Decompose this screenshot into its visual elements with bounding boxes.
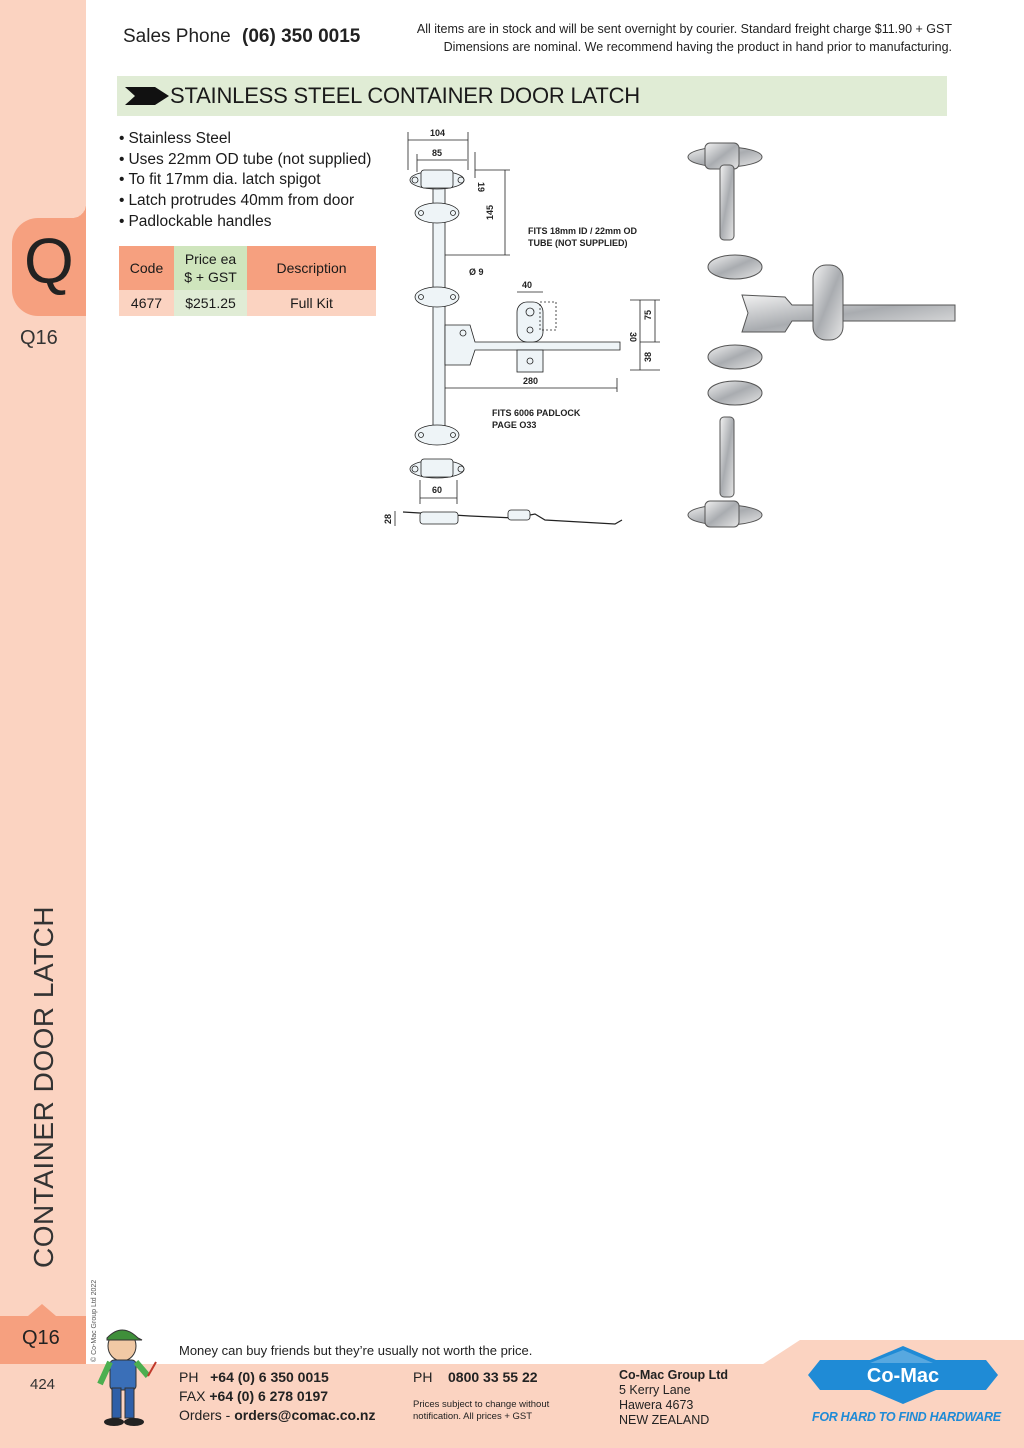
footer-orders-label: Orders - (179, 1407, 231, 1423)
feature-item: Padlockable handles (119, 212, 371, 233)
notice-line-1: All items are in stock and will be sent … (416, 22, 952, 36)
dim-104: 104 (430, 128, 445, 138)
row-code: 4677 (119, 290, 174, 316)
dim-75: 75 (643, 310, 653, 320)
note-tube-1: FITS 18mm ID / 22mm OD (528, 226, 638, 236)
product-photo (687, 142, 956, 528)
feature-item: To fit 17mm dia. latch spigot (119, 170, 371, 191)
notice-line-2: Dimensions are nominal. We recommend hav… (443, 40, 952, 54)
mascot-illustration (97, 1329, 157, 1426)
section-letter: Q (24, 225, 74, 297)
footer-orders-email[interactable]: orders@comac.co.nz (234, 1407, 376, 1423)
sales-phone: Sales Phone (06) 350 0015 (123, 26, 360, 48)
footer-freephone-number[interactable]: 0800 33 55 22 (448, 1369, 538, 1385)
dim-28: 28 (383, 514, 393, 524)
price-table-header: Code Price ea $ + GST Description (119, 246, 376, 290)
section-code-bottom: Q16 (22, 1327, 60, 1349)
dim-60: 60 (432, 485, 442, 495)
header-description: Description (247, 246, 376, 290)
logo-text: Co-Mac (867, 1365, 939, 1387)
price-note-line-2: notification. All prices + GST (413, 1411, 533, 1422)
footer-fax-number: +64 (0) 6 278 0197 (209, 1388, 329, 1404)
vertical-section-title: CONTAINER DOOR LATCH (28, 905, 59, 1268)
header-price: Price ea $ + GST (174, 246, 247, 290)
footer-orders: Orders - orders@comac.co.nz (179, 1407, 376, 1423)
footer-fax-label: FAX (179, 1388, 206, 1404)
footer-phone-label: PH (179, 1369, 199, 1385)
address-line: Hawera 4673 (619, 1398, 694, 1412)
footer-fax: FAX +64 (0) 6 278 0197 (179, 1388, 328, 1404)
dim-38: 38 (643, 352, 653, 362)
feature-item: Stainless Steel (119, 129, 371, 150)
arrow-bullet-icon (125, 87, 169, 105)
dim-280: 280 (523, 376, 538, 386)
company-address: Co-Mac Group Ltd 5 Kerry Lane Hawera 467… (619, 1368, 728, 1428)
price-note-line-1: Prices subject to change without (413, 1399, 550, 1410)
technical-drawing: 104 85 19 145 FITS 18mm ID / 22mm OD TUB… (383, 128, 660, 526)
note-padlock-2: PAGE O33 (492, 420, 536, 430)
footer-freephone: PH 0800 33 55 22 (413, 1369, 538, 1385)
section-tab (12, 204, 86, 316)
product-title: STAINLESS STEEL CONTAINER DOOR LATCH (170, 83, 640, 108)
footer-price-note: Prices subject to change without notific… (413, 1399, 549, 1423)
note-tube-2: TUBE (NOT SUPPLIED) (528, 238, 628, 248)
footer-phone: PH +64 (0) 6 350 0015 (179, 1369, 329, 1385)
header-price-line-1: Price ea (184, 251, 237, 267)
section-tab-bottom (0, 1304, 86, 1364)
table-row[interactable]: 4677 $251.25 Full Kit (119, 290, 376, 316)
shipping-notice: All items are in stock and will be sent … (417, 20, 952, 56)
section-title-bar: STAINLESS STEEL CONTAINER DOOR LATCH (117, 76, 947, 116)
dim-145: 145 (485, 205, 495, 220)
company-name: Co-Mac Group Ltd (619, 1368, 729, 1382)
logo-tagline: FOR HARD TO FIND HARDWARE (812, 1410, 1001, 1424)
comac-logo[interactable]: Co-Mac (808, 1346, 998, 1408)
page-number: 424 (30, 1376, 56, 1393)
dim-40: 40 (522, 280, 532, 290)
sales-phone-number[interactable]: (06) 350 0015 (242, 26, 361, 47)
note-padlock-1: FITS 6006 PADLOCK (492, 408, 581, 418)
feature-list: Stainless Steel Uses 22mm OD tube (not s… (119, 129, 371, 233)
feature-item: Latch protrudes 40mm from door (119, 191, 371, 212)
price-table: Code Price ea $ + GST Description 4677 $… (119, 246, 376, 316)
row-description: Full Kit (247, 290, 376, 316)
footer-phone-number[interactable]: +64 (0) 6 350 0015 (210, 1369, 329, 1385)
header-code: Code (119, 246, 174, 290)
sales-phone-label: Sales Phone (123, 26, 231, 47)
footer-freephone-label: PH (413, 1369, 433, 1385)
feature-item: Uses 22mm OD tube (not supplied) (119, 150, 371, 171)
address-line: 5 Kerry Lane (619, 1383, 691, 1397)
row-price: $251.25 (174, 290, 247, 316)
dim-dia-9: Ø 9 (469, 267, 484, 277)
header-price-line-2: $ + GST (184, 269, 237, 285)
dim-85: 85 (432, 148, 442, 158)
dim-19: 19 (476, 182, 486, 192)
dim-30: 30 (628, 332, 638, 342)
footer-slogan: Money can buy friends but they’re usuall… (179, 1343, 533, 1358)
section-code-top: Q16 (20, 327, 58, 349)
address-line: NEW ZEALAND (619, 1413, 710, 1427)
